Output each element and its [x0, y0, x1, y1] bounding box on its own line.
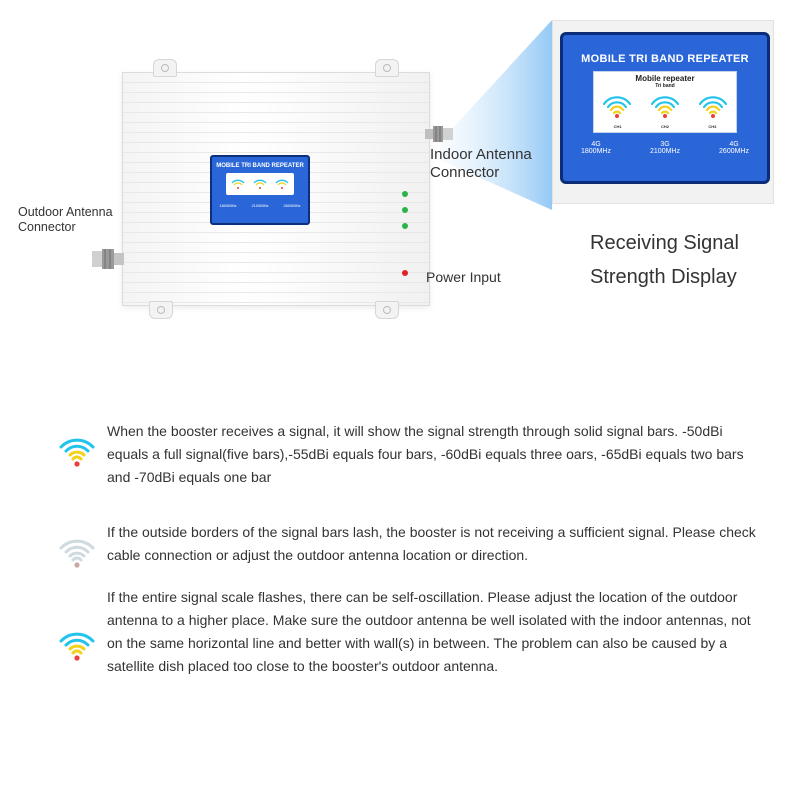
info-text-self-oscillation: If the entire signal scale flashes, ther…	[107, 589, 751, 674]
band-frequency: 2100MHz	[650, 148, 680, 155]
mount-tab	[375, 301, 399, 319]
display-screen: Mobile repeater Tri band CH1 CH2 CH3	[593, 71, 737, 133]
outdoor-antenna-label-line: Outdoor Antenna	[18, 205, 113, 219]
channel-label: CH2	[660, 124, 669, 129]
band-generation: 4G	[729, 141, 739, 148]
display-zoom: MOBILE TRI BAND REPEATER Mobile repeater…	[560, 32, 770, 184]
status-led	[402, 223, 408, 229]
signal-bars-icon	[602, 96, 728, 118]
signal-bars-faded-icon	[59, 539, 95, 568]
channel-label: CH3	[708, 124, 717, 129]
device-display-bands: 1800MHz 2100MHz 2600MHz	[212, 203, 308, 208]
indoor-antenna-label-line: Indoor Antenna	[430, 146, 532, 163]
device-display: MOBILE TRI BAND REPEATER 1800MHz 2100MHz…	[210, 155, 310, 225]
repeater-device	[122, 59, 430, 319]
signal-bars-colored-icon	[59, 632, 95, 661]
mount-tab	[375, 59, 399, 77]
mount-tab	[149, 301, 173, 319]
device-display-screen	[226, 173, 294, 195]
info-text-signal-strength: When the booster receives a signal, it w…	[107, 423, 744, 485]
info-text-borders-flash: If the outside borders of the signal bar…	[107, 524, 756, 563]
signal-bars-icon	[231, 179, 289, 189]
power-input-label: Power Input	[426, 269, 501, 285]
band-frequency: 2600MHz	[719, 148, 749, 155]
band-freq: 2100MHz	[251, 203, 269, 208]
zoom-beam	[440, 20, 552, 210]
display-subtitle-2: Tri band	[655, 83, 675, 89]
display-subtitle: Mobile repeater	[635, 74, 695, 83]
display-caption-line: Strength Display	[590, 266, 737, 288]
status-led	[402, 191, 408, 197]
display-caption: Receiving Signal Strength Display	[590, 226, 739, 294]
display-title: MOBILE TRI BAND REPEATER	[581, 53, 749, 65]
band-generation: 4G	[591, 141, 601, 148]
power-led	[402, 270, 408, 276]
display-caption-line: Receiving Signal	[590, 232, 739, 254]
signal-bars-colored-icon	[59, 438, 95, 467]
indoor-antenna-label-line: Connector	[430, 164, 500, 181]
mount-tab	[153, 59, 177, 77]
band-frequency: 1800MHz	[581, 148, 611, 155]
status-led	[402, 207, 408, 213]
indoor-antenna-connector-icon	[425, 126, 453, 142]
band-generation: 3G	[660, 141, 670, 148]
band-freq: 1800MHz	[219, 203, 237, 208]
band-freq: 2600MHz	[283, 203, 301, 208]
channel-row: CH1 CH2 CH3	[594, 124, 736, 129]
outdoor-antenna-connector-icon	[92, 249, 124, 269]
outdoor-antenna-label-line: Connector	[18, 220, 76, 234]
indoor-antenna-label: Indoor Antenna Connector	[430, 146, 532, 182]
channel-label: CH1	[613, 124, 622, 129]
outdoor-antenna-label: Outdoor Antenna Connector	[18, 205, 113, 235]
device-display-title: MOBILE TRI BAND REPEATER	[216, 163, 304, 169]
